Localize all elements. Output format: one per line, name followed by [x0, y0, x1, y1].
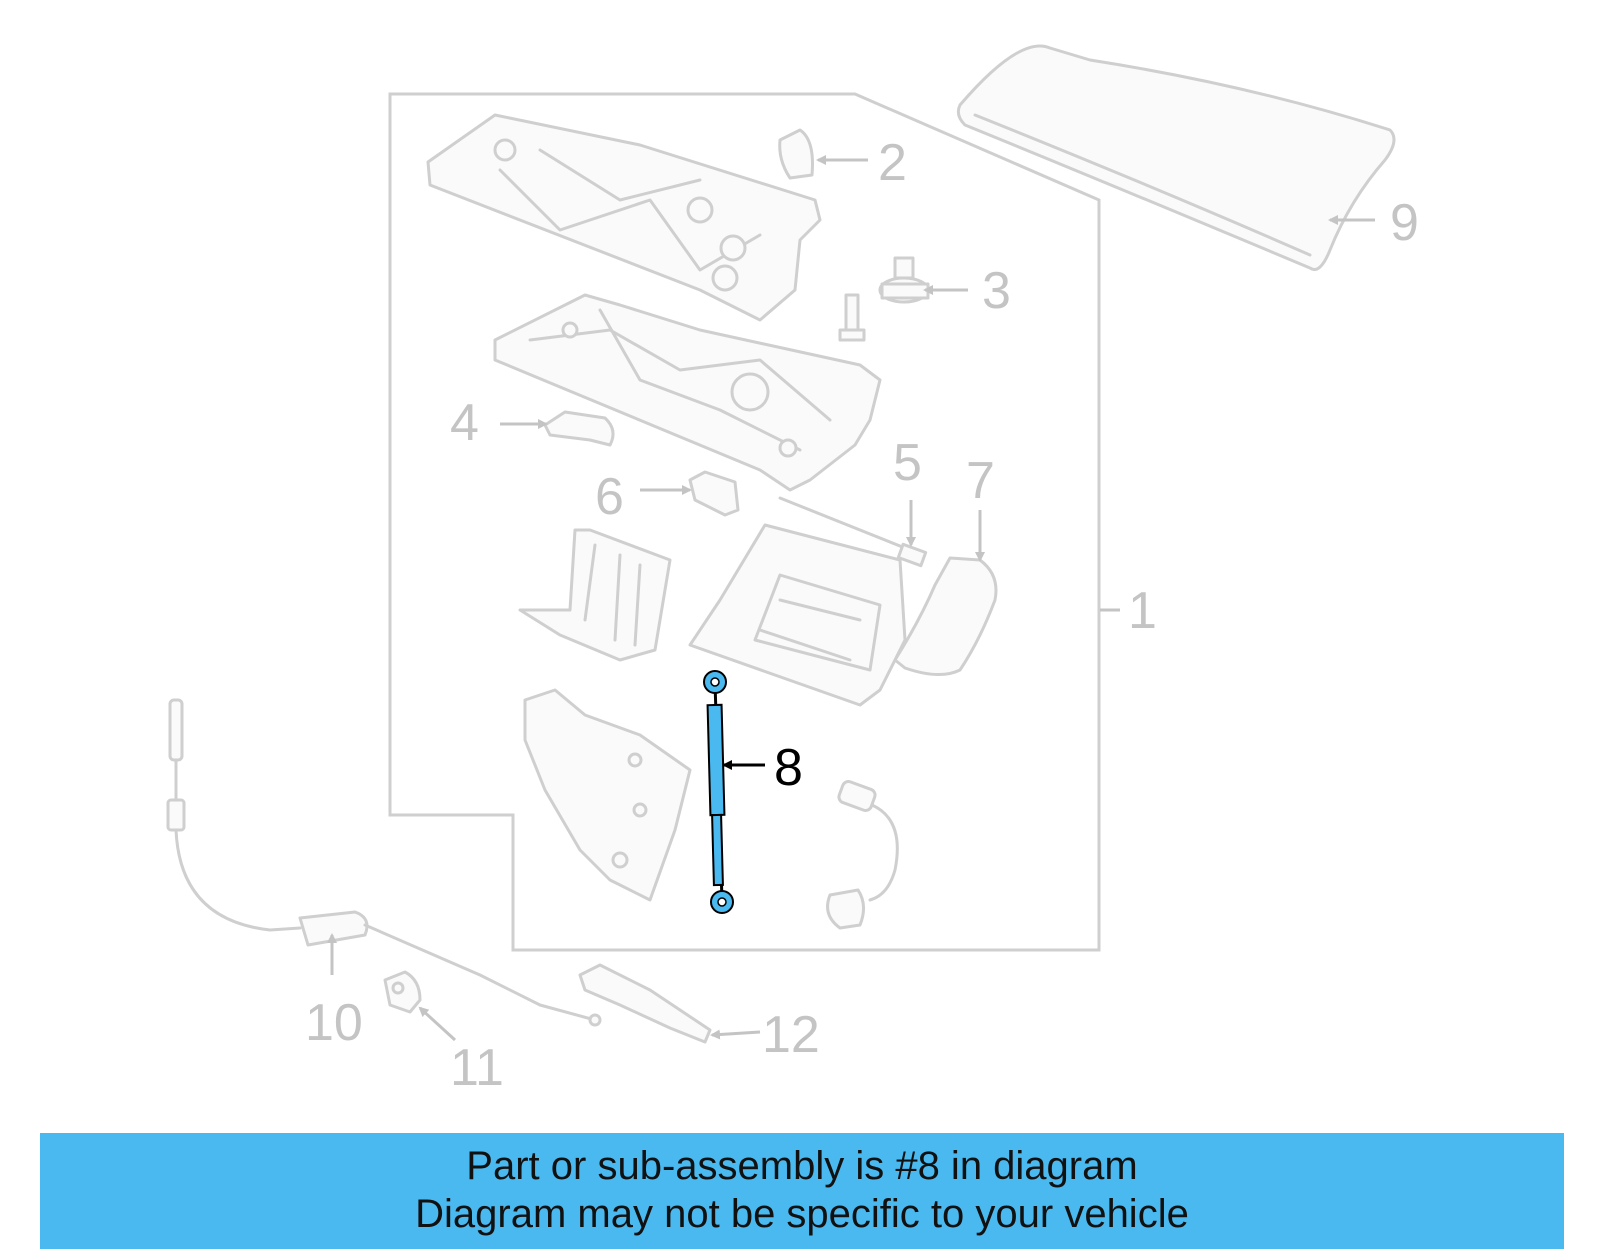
part-4-bracket[interactable]	[543, 410, 615, 447]
lower-bracket[interactable]	[523, 688, 692, 902]
callout-10: 10	[305, 994, 363, 1052]
callout-9: 9	[1390, 194, 1419, 252]
middle-tray-panel[interactable]	[493, 293, 882, 492]
callout-2: 2	[878, 134, 907, 192]
banner-line-1: Part or sub-assembly is #8 in diagram	[466, 1144, 1138, 1188]
left-frame-bracket[interactable]	[518, 528, 672, 662]
center-tray-frame[interactable]	[688, 523, 907, 707]
callout-11: 11	[450, 1039, 504, 1097]
part-3-nut[interactable]	[878, 256, 930, 304]
callout-5: 5	[893, 434, 922, 492]
callout-8: 8	[774, 739, 803, 797]
part-11-bracket[interactable]	[383, 970, 422, 1014]
part-7-cover[interactable]	[893, 556, 998, 676]
bolt[interactable]	[838, 293, 866, 342]
callout-1: 1	[1128, 582, 1157, 640]
part-2-clip[interactable]	[778, 128, 814, 180]
part-8-gas-strut[interactable]	[703, 670, 734, 914]
callout-12: 12	[762, 1006, 820, 1064]
callout-7: 7	[966, 452, 995, 510]
info-banner: Part or sub-assembly is #8 in diagram Di…	[40, 1133, 1564, 1249]
part-9-trunk-lid[interactable]	[956, 44, 1396, 271]
part-12-latch-lever[interactable]	[578, 963, 712, 1044]
part-10-release-cable[interactable]	[166, 698, 602, 1027]
part-6-clip[interactable]	[688, 470, 740, 517]
leader-arrows	[327, 155, 1375, 1042]
callout-6: 6	[595, 468, 624, 526]
upper-tray-panel[interactable]	[426, 113, 822, 322]
callout-labels: 1 2 3 4 5 6 7 8 9 10 11 12	[305, 134, 1419, 1097]
callout-3: 3	[982, 262, 1011, 320]
callout-4: 4	[450, 394, 479, 452]
part-5-rod[interactable]	[778, 496, 928, 568]
sensor-with-cable[interactable]	[826, 780, 899, 930]
assembly-boundary	[388, 92, 1101, 952]
banner-line-2: Diagram may not be specific to your vehi…	[415, 1192, 1189, 1236]
